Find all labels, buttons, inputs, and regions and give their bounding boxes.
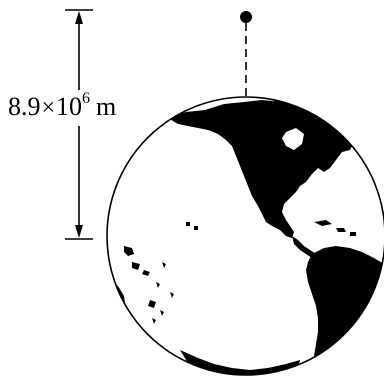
north-america-landmass — [168, 100, 354, 238]
central-america — [292, 236, 318, 258]
times-sign: × — [41, 95, 56, 121]
dimension-arrowhead-down — [75, 225, 83, 238]
distance-unit: m — [96, 92, 117, 121]
south-america-landmass — [306, 246, 384, 375]
satellite-dot — [240, 11, 252, 23]
hudson-bay — [282, 128, 304, 150]
distance-dimension — [65, 9, 93, 240]
dimension-arrowhead-up — [75, 11, 83, 24]
caribbean-islands — [314, 220, 356, 236]
earth-globe — [106, 96, 384, 376]
distance-exponent: 6 — [82, 90, 91, 108]
greenland — [348, 100, 384, 142]
distance-mantissa: 8.9 — [8, 92, 41, 121]
satellite — [240, 11, 252, 97]
distance-base: 10 — [56, 92, 83, 121]
